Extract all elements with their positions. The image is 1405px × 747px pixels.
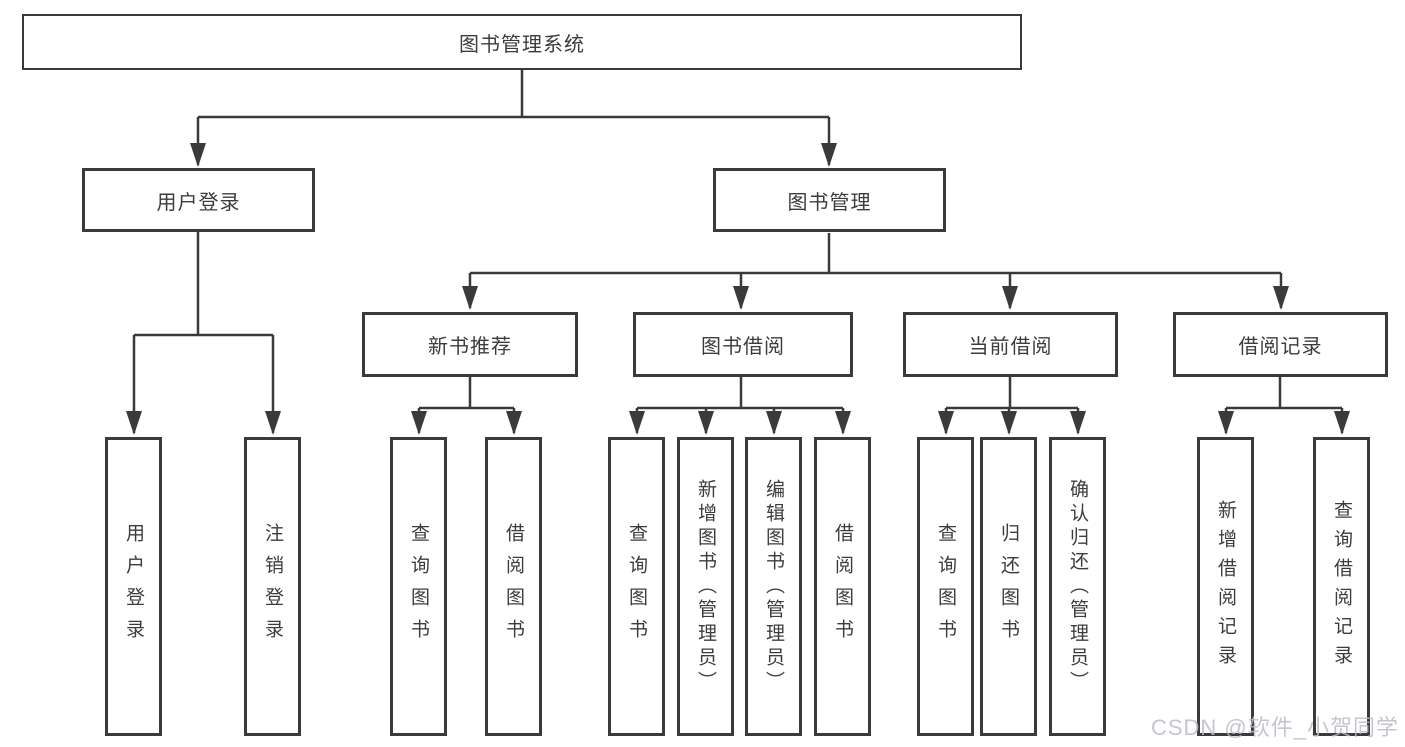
- leaf-borrow-books-2-label: 借阅图书: [832, 522, 853, 651]
- leaf-confirm-return-admin: 确认归还（管理员）: [1049, 437, 1106, 736]
- leaf-borrow-books-1: 借阅图书: [485, 437, 542, 736]
- connector-user-login-branch: [126, 232, 281, 435]
- node-book-management: 图书管理: [713, 168, 946, 232]
- connector-root-to-level2: [190, 70, 837, 167]
- leaf-borrow-books-2: 借阅图书: [814, 437, 871, 736]
- leaf-borrow-books-1-label: 借阅图书: [503, 522, 524, 651]
- node-user-login-label: 用户登录: [156, 191, 241, 214]
- connector-book-management-branch: [462, 233, 1289, 310]
- connector-new-book-recommend-branch: [411, 377, 522, 435]
- connector-current-borrow-branch: [938, 377, 1086, 435]
- leaf-query-books-1: 查询图书: [390, 437, 447, 736]
- leaf-logout-login: 注销登录: [244, 437, 301, 736]
- node-current-borrow: 当前借阅: [903, 312, 1118, 377]
- node-book-borrow: 图书借阅: [633, 312, 853, 377]
- node-root: 图书管理系统: [22, 14, 1022, 70]
- node-new-book-recommend-label: 新书推荐: [428, 336, 512, 358]
- leaf-add-book-admin-label: 新增图书（管理员）: [695, 478, 716, 695]
- leaf-query-borrow-record-label: 查询借阅记录: [1331, 499, 1352, 674]
- leaf-confirm-return-admin-label: 确认归还（管理员）: [1067, 478, 1088, 695]
- leaf-user-login-label: 用户登录: [123, 522, 144, 651]
- leaf-query-borrow-record: 查询借阅记录: [1313, 437, 1370, 736]
- leaf-query-books-3-label: 查询图书: [935, 522, 956, 651]
- leaf-user-login: 用户登录: [105, 437, 162, 736]
- leaf-edit-book-admin-label: 编辑图书（管理员）: [763, 478, 784, 695]
- node-root-label: 图书管理系统: [459, 33, 585, 56]
- watermark: CSDN @软件_小贺同学: [1150, 715, 1399, 740]
- leaf-return-book: 归还图书: [980, 437, 1037, 736]
- leaf-add-borrow-record: 新增借阅记录: [1197, 437, 1254, 736]
- leaf-query-books-1-label: 查询图书: [408, 522, 429, 651]
- node-current-borrow-label: 当前借阅: [968, 336, 1053, 358]
- leaf-query-books-2-label: 查询图书: [626, 522, 647, 651]
- leaf-query-books-3: 查询图书: [917, 437, 974, 736]
- connector-borrow-records-branch: [1218, 377, 1350, 435]
- leaf-add-book-admin: 新增图书（管理员）: [677, 437, 734, 736]
- node-borrow-records: 借阅记录: [1173, 312, 1388, 377]
- leaf-query-books-2: 查询图书: [608, 437, 665, 736]
- node-borrow-records-label: 借阅记录: [1238, 336, 1323, 358]
- leaf-return-book-label: 归还图书: [998, 522, 1019, 651]
- node-new-book-recommend: 新书推荐: [362, 312, 578, 377]
- node-user-login: 用户登录: [82, 168, 315, 232]
- connector-book-borrow-branch: [629, 377, 851, 435]
- leaf-edit-book-admin: 编辑图书（管理员）: [745, 437, 802, 736]
- leaf-logout-login-label: 注销登录: [262, 522, 283, 651]
- leaf-add-borrow-record-label: 新增借阅记录: [1215, 499, 1236, 674]
- node-book-borrow-label: 图书借阅: [701, 336, 785, 358]
- node-book-management-label: 图书管理: [787, 191, 872, 214]
